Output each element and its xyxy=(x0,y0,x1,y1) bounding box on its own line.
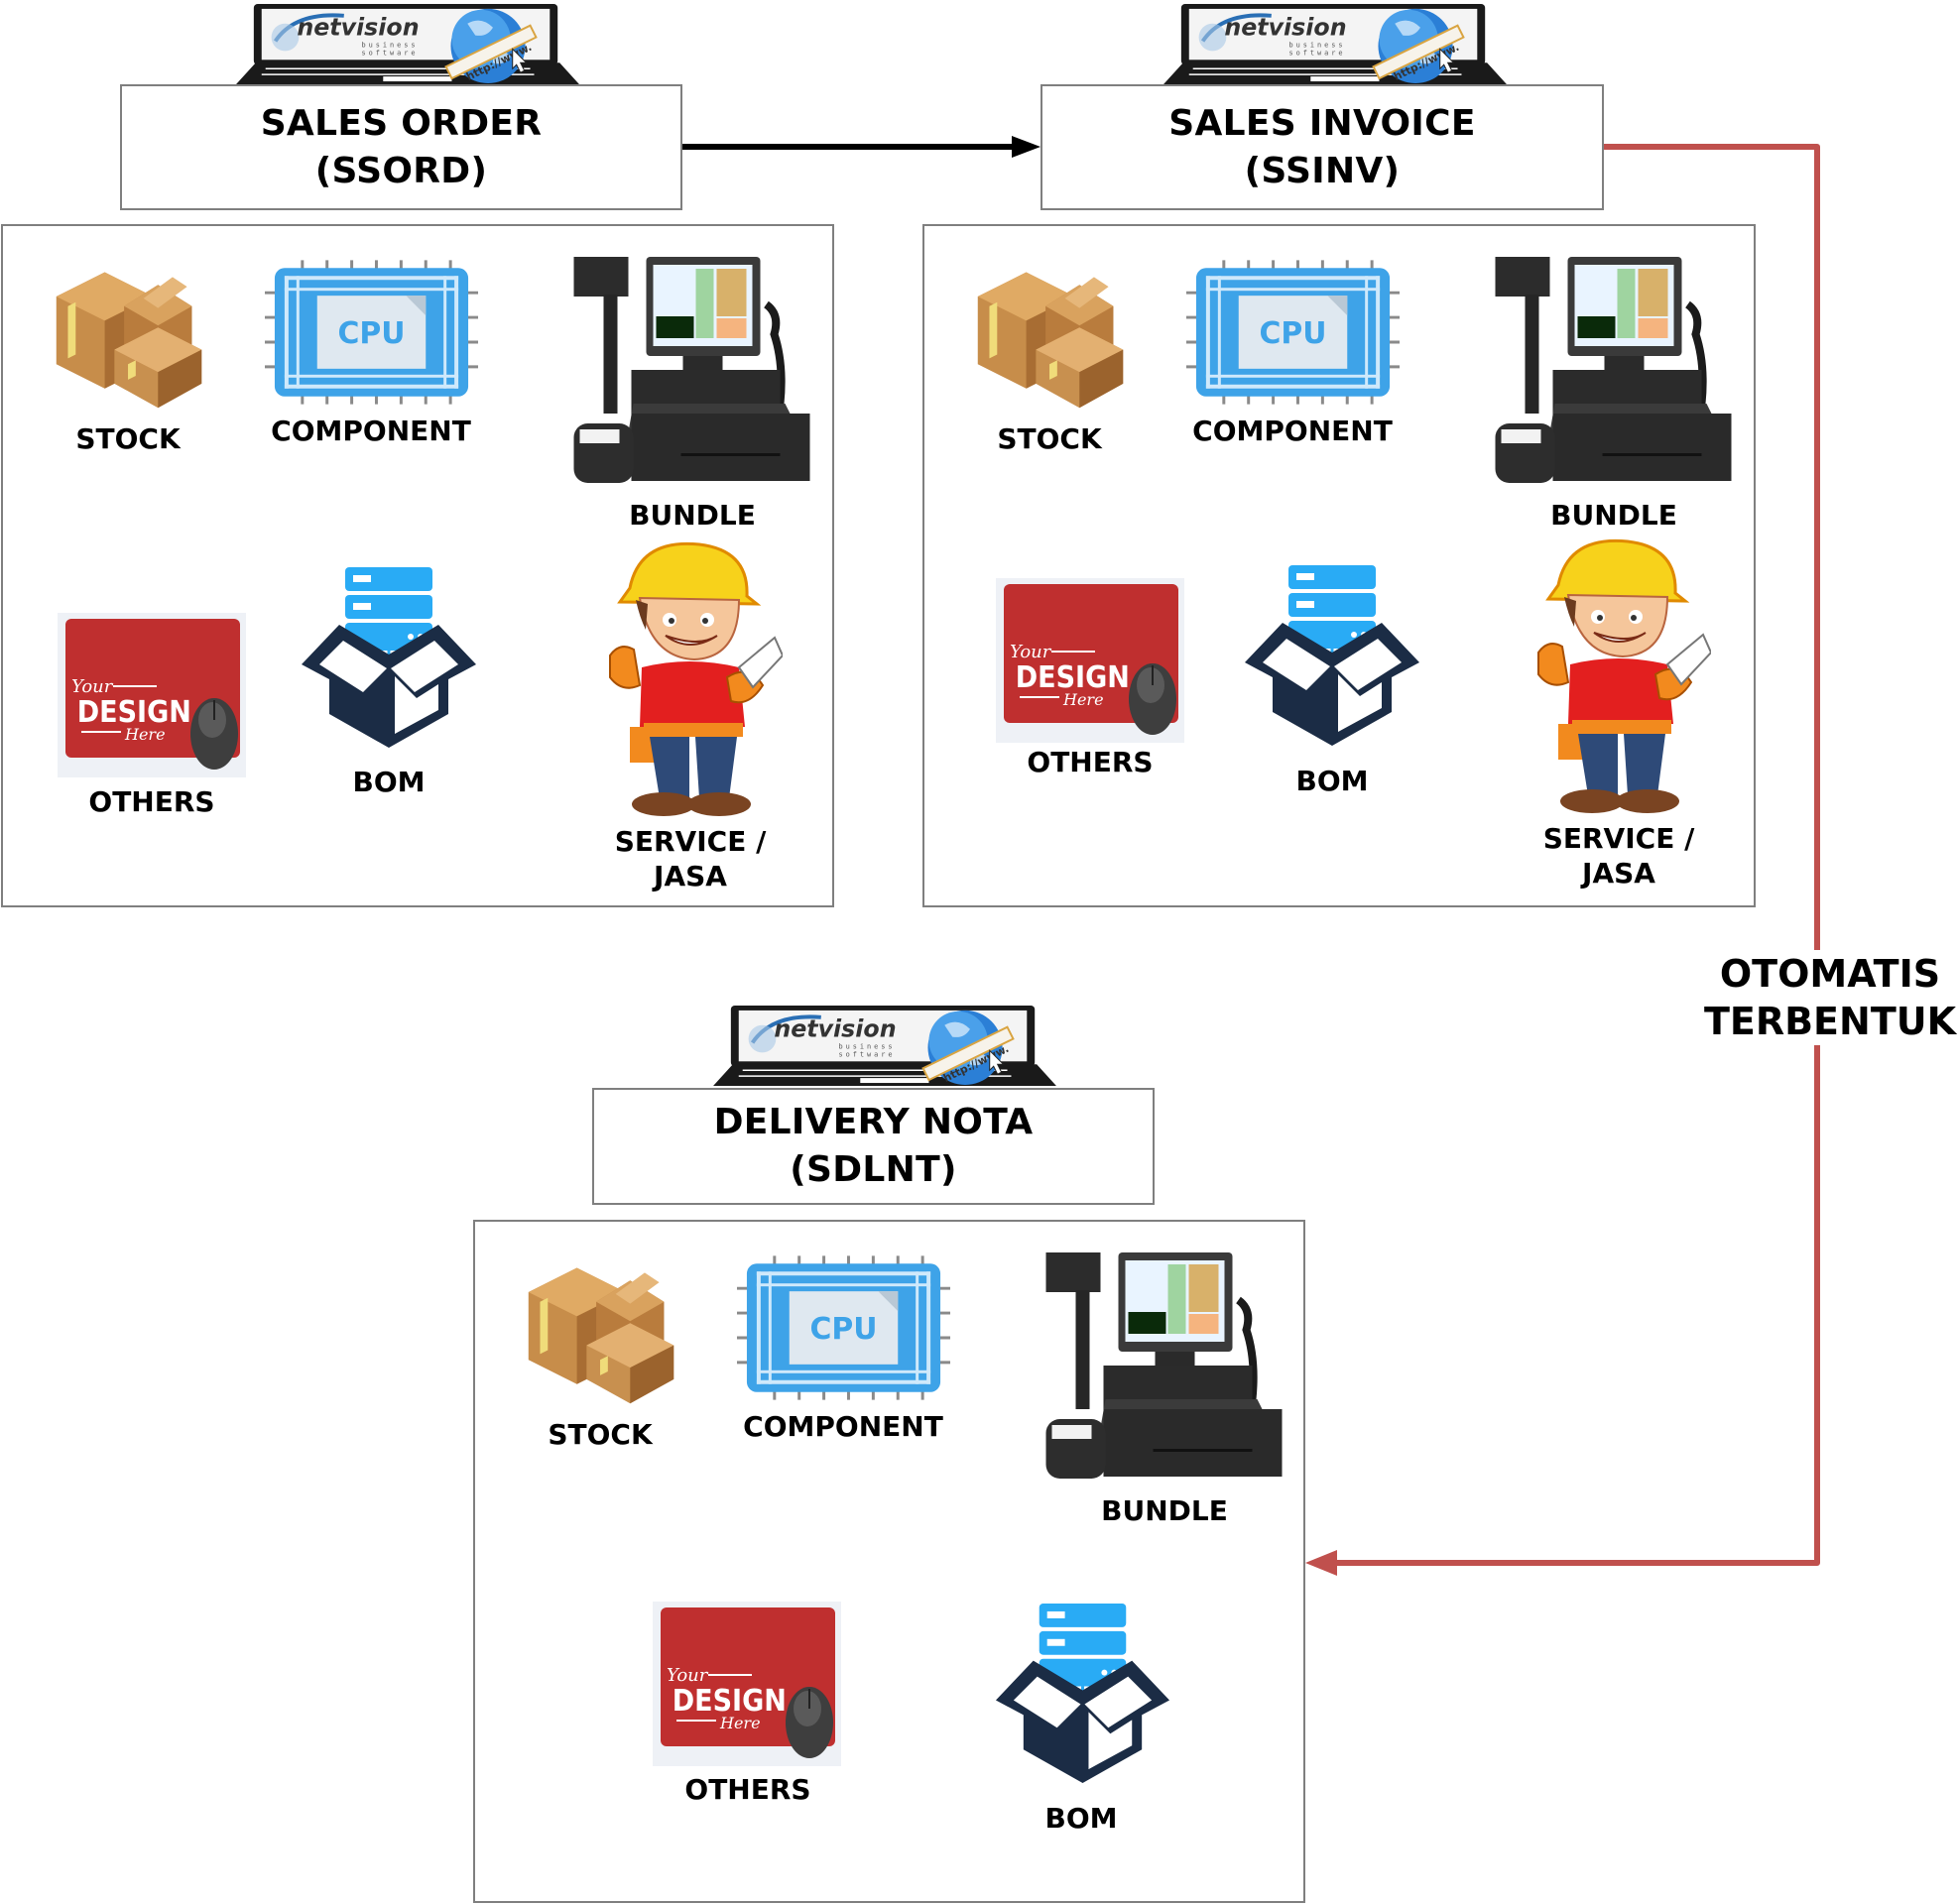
auto-generated-label: OTOMATIS TERBENTUK xyxy=(1703,950,1957,1045)
item-label-component: COMPONENT xyxy=(271,415,471,447)
item-label-others: OTHERS xyxy=(88,785,215,818)
item-label-stock: STOCK xyxy=(75,422,181,455)
item-label-stock: STOCK xyxy=(548,1418,653,1451)
cpu-chip-icon xyxy=(1184,258,1402,407)
delivery-nota-title-box[interactable]: DELIVERY NOTA (SDLNT) xyxy=(592,1088,1155,1205)
arrow-sales-order-to-sales-invoice xyxy=(678,136,1040,158)
document-title: DELIVERY NOTA xyxy=(713,1102,1034,1142)
item-label-jasa: JASA xyxy=(1582,857,1655,890)
item-label-component: COMPONENT xyxy=(743,1410,943,1443)
netvision-laptop-logo xyxy=(233,2,582,85)
item-label-others: OTHERS xyxy=(684,1773,811,1806)
cpu-chip-icon xyxy=(263,258,480,407)
worker-icon xyxy=(600,538,783,818)
document-title: SALES INVOICE xyxy=(1168,102,1476,144)
pos-terminal-icon xyxy=(571,255,810,488)
stock-icon xyxy=(519,1251,683,1410)
netvision-laptop-logo xyxy=(1161,2,1510,85)
netvision-laptop-logo xyxy=(710,1004,1059,1087)
document-code: (SDLNT) xyxy=(790,1149,957,1190)
pos-terminal-icon xyxy=(1493,255,1732,488)
item-label-jasa: JASA xyxy=(654,860,727,892)
sales-invoice-title-box[interactable]: SALES INVOICE (SSINV) xyxy=(1040,84,1604,210)
sales-order-title-box[interactable]: SALES ORDER (SSORD) xyxy=(120,84,682,210)
worker-icon xyxy=(1529,536,1711,815)
stock-icon xyxy=(968,256,1133,415)
mousepad-icon xyxy=(58,613,246,777)
server-box-icon xyxy=(992,1602,1173,1785)
delivery-nota-items-panel: STOCK COMPONENT BUNDLE OTHERS BOM xyxy=(473,1220,1305,1903)
document-code: (SSINV) xyxy=(1244,150,1401,191)
auto-label-line-2: TERBENTUK xyxy=(1703,1000,1957,1043)
item-label-bundle: BUNDLE xyxy=(629,499,756,532)
pos-terminal-icon xyxy=(1043,1250,1283,1484)
auto-label-line-1: OTOMATIS xyxy=(1719,952,1941,996)
item-label-others: OTHERS xyxy=(1027,746,1154,778)
item-label-bom: BOM xyxy=(352,766,426,798)
item-label-bom: BOM xyxy=(1295,765,1369,797)
sales-order-items-panel: STOCK COMPONENT BUNDLE OTHERS BOM SERVIC… xyxy=(1,224,834,907)
item-label-service: SERVICE / xyxy=(1542,822,1695,855)
item-label-stock: STOCK xyxy=(997,422,1102,455)
item-label-bundle: BUNDLE xyxy=(1550,499,1677,532)
mousepad-icon xyxy=(652,1602,842,1766)
item-label-bundle: BUNDLE xyxy=(1101,1494,1228,1527)
item-label-service: SERVICE / xyxy=(614,825,767,858)
item-label-component: COMPONENT xyxy=(1192,415,1393,447)
server-box-icon xyxy=(300,565,478,750)
mousepad-icon xyxy=(996,578,1184,743)
server-box-icon xyxy=(1243,563,1421,748)
cpu-chip-icon xyxy=(735,1253,952,1402)
stock-icon xyxy=(47,256,211,415)
item-label-bom: BOM xyxy=(1044,1802,1118,1835)
document-code: (SSORD) xyxy=(314,150,488,191)
sales-invoice-items-panel: STOCK COMPONENT BUNDLE OTHERS BOM SERVIC… xyxy=(922,224,1756,907)
document-title: SALES ORDER xyxy=(260,102,543,144)
